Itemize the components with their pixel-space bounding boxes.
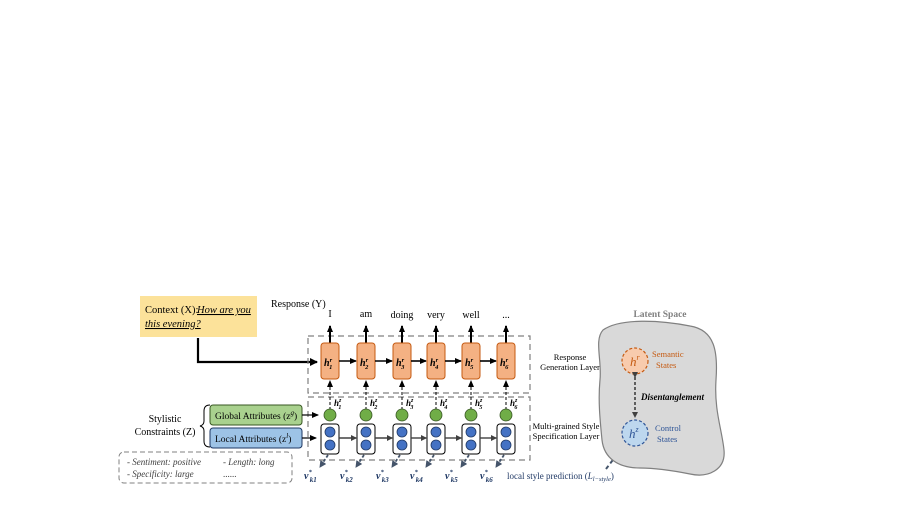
global-state-circle-2 bbox=[359, 408, 373, 422]
prediction-arrow-2 bbox=[355, 454, 365, 468]
attr-specificity: - Specificity: large bbox=[127, 469, 194, 479]
control-h: hz bbox=[629, 425, 640, 441]
response-word-6: ... bbox=[502, 310, 510, 321]
context-line1: How are you bbox=[196, 305, 251, 316]
local-state-circle-top-1 bbox=[324, 426, 336, 438]
global-sup: g bbox=[290, 409, 294, 417]
response-layer-label-2: Generation Layer bbox=[540, 362, 600, 372]
prediction-arrow-5 bbox=[460, 454, 470, 468]
global-state-circle-1 bbox=[323, 408, 337, 422]
attr-length: - Length: long bbox=[223, 457, 275, 467]
context-prefix: Context (X): bbox=[145, 305, 198, 316]
local-state-circle-bottom-5 bbox=[465, 439, 477, 451]
semantic-label-2: States bbox=[656, 360, 676, 370]
local-state-circle-top-2 bbox=[360, 426, 372, 438]
local-state-circle-bottom-4 bbox=[430, 439, 442, 451]
prediction-arrow-4 bbox=[425, 454, 435, 468]
response-word-3: doing bbox=[391, 310, 414, 321]
svg-text:Local Attributes (zl): Local Attributes (zl) bbox=[215, 432, 291, 445]
global-state-circle-3 bbox=[395, 408, 409, 422]
context-arrow bbox=[196, 338, 318, 366]
response-word-2: am bbox=[360, 309, 372, 320]
hr-box-6 bbox=[496, 342, 516, 380]
response-word-1: I bbox=[328, 309, 331, 320]
local-state-circle-bottom-2 bbox=[360, 439, 372, 451]
global-state-circle-4 bbox=[429, 408, 443, 422]
local-state-circle-bottom-6 bbox=[500, 439, 512, 451]
style-layer-label-1: Multi-grained Style bbox=[533, 421, 600, 431]
global-attributes-box: Global Attributes (zg) bbox=[209, 404, 303, 426]
context-line2: this evening? bbox=[145, 319, 201, 330]
local-state-circle-top-4 bbox=[430, 426, 442, 438]
response-layer-box bbox=[307, 335, 531, 394]
semantic-h: hr bbox=[630, 353, 641, 369]
prediction-arrow-1 bbox=[319, 454, 329, 468]
global-attributes-label: Global Attributes (z bbox=[215, 411, 290, 422]
response-label: Response (Y) bbox=[271, 299, 326, 310]
response-word-4: very bbox=[427, 310, 445, 321]
v-label-3: v*k3 bbox=[376, 469, 389, 484]
prediction-arrow-6 bbox=[495, 454, 505, 468]
control-state-circle bbox=[621, 419, 649, 447]
v-label-2: v*k2 bbox=[340, 469, 353, 484]
context-box: Context (X): How are you this evening? bbox=[140, 296, 257, 337]
response-layer-label-1: Response bbox=[554, 352, 587, 362]
local-style-prediction-label: local style prediction (Ll−style) bbox=[507, 471, 614, 483]
style-layer-box bbox=[307, 396, 531, 461]
style-layer-label-2: Specification Layer bbox=[533, 431, 600, 441]
semantic-label-1: Semantic bbox=[652, 349, 684, 359]
stylistic-label-1: Stylistic bbox=[149, 414, 182, 425]
v-label-4: v*k4 bbox=[410, 469, 423, 484]
latent-space-title: Latent Space bbox=[633, 310, 686, 320]
local-attributes-box: Local Attributes (zl) bbox=[209, 427, 303, 449]
prediction-arrow-3 bbox=[391, 454, 401, 468]
control-label-1: Control bbox=[655, 423, 682, 433]
attr-ellipsis: ...... bbox=[223, 469, 237, 479]
v-label-6: v*k6 bbox=[480, 469, 493, 484]
local-sup: l bbox=[286, 432, 288, 440]
global-state-circle-6 bbox=[499, 408, 513, 422]
local-state-circle-top-6 bbox=[500, 426, 512, 438]
control-label-2: States bbox=[657, 434, 677, 444]
local-state-circle-top-5 bbox=[465, 426, 477, 438]
constraints-brace bbox=[199, 404, 211, 448]
response-word-5: well bbox=[462, 310, 479, 321]
v-label-5: v*k5 bbox=[445, 469, 458, 484]
v-label-1: v*k1 bbox=[304, 469, 317, 484]
disentanglement-label: Disentanglement bbox=[640, 392, 705, 402]
global-state-circle-5 bbox=[464, 408, 478, 422]
stylistic-label-2: Constraints (Z) bbox=[135, 427, 196, 438]
local-state-circle-bottom-3 bbox=[396, 439, 408, 451]
attr-sentiment: - Sentiment: positive bbox=[127, 457, 201, 467]
latent-space: Latent Space hr Semantic States hz Contr… bbox=[598, 310, 725, 476]
local-state-circle-bottom-1 bbox=[324, 439, 336, 451]
local-state-circle-top-3 bbox=[396, 426, 408, 438]
svg-text:Global Attributes (zg): Global Attributes (zg) bbox=[215, 409, 297, 422]
local-attributes-label: Local Attributes (z bbox=[215, 434, 286, 445]
attribute-examples-box: - Sentiment: positive - Length: long - S… bbox=[118, 451, 293, 484]
